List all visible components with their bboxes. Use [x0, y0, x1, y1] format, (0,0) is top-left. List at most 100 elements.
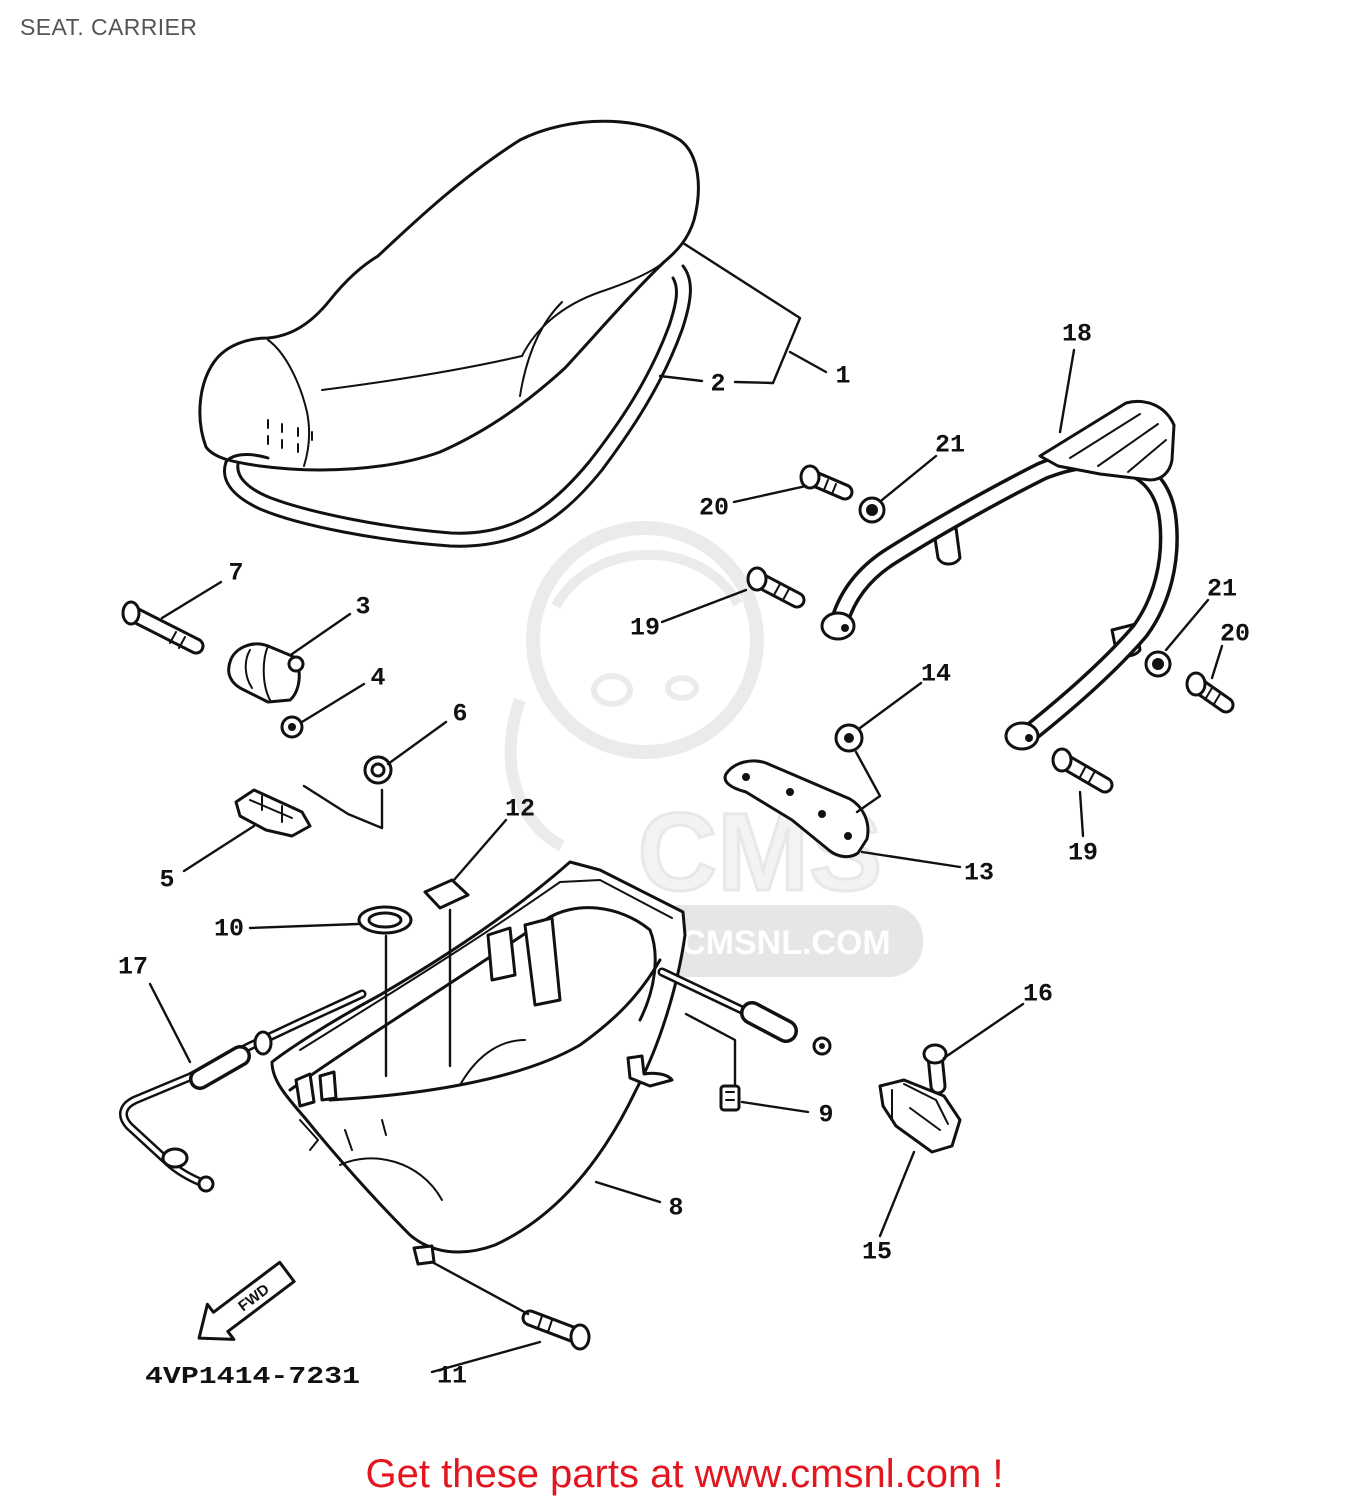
cable-part-17: [119, 967, 832, 1193]
callout-20-right: 20: [1220, 620, 1250, 649]
leader-line-16: [942, 1002, 1025, 1060]
cable-end-nut: [197, 1175, 215, 1193]
bolt-threads: [773, 583, 790, 601]
grommet-part-10: [357, 905, 413, 935]
leader-line-4: [300, 682, 366, 724]
leader-line-21-left: [880, 454, 938, 502]
footer-promo-text: Get these parts at www.cmsnl.com !: [365, 1452, 1004, 1496]
leader-line-5: [182, 824, 256, 873]
callout-7: 7: [228, 559, 243, 588]
callout-4: 4: [370, 664, 385, 693]
bolt-head: [121, 600, 141, 626]
bracket-body: [723, 759, 870, 859]
nut-hole: [288, 723, 296, 731]
seat-base-front-edge: [224, 453, 270, 464]
page-title: SEAT. CARRIER: [20, 14, 198, 40]
carrier-mount-eye-left: [820, 611, 856, 641]
watermark-eye-left: [591, 673, 633, 707]
callout-17: 17: [118, 953, 148, 982]
watermark-head-outline: [526, 521, 764, 759]
bolt-threads: [169, 631, 186, 649]
callout-19-left: 19: [630, 614, 660, 643]
bolt-part-19-right: [1051, 747, 1114, 794]
storage-box-mount-boss-3: [626, 1054, 674, 1088]
leader-line-20-right: [1210, 644, 1224, 680]
screw-head: [922, 1043, 948, 1065]
carrier-rear-plate-ribs: [1069, 413, 1167, 473]
leader-line-13: [860, 850, 962, 869]
watermark-swoosh: [504, 697, 565, 852]
bracket-fastener: [287, 655, 305, 673]
bolt-head: [1185, 671, 1207, 697]
clip-part-9: [719, 1084, 741, 1112]
cable-end-hook: [161, 1147, 189, 1169]
nut-part-21-right: [1144, 650, 1172, 678]
bolt-head: [799, 464, 821, 490]
bracket-hole: [742, 773, 750, 781]
leader-line-12: [452, 818, 508, 882]
callout-19-right: 19: [1068, 839, 1098, 868]
callout-9: 9: [818, 1101, 833, 1130]
bolt-part-20-right: [1185, 671, 1235, 714]
bolt-part-11: [521, 1309, 591, 1351]
cable-end-fitting: [743, 1004, 795, 1040]
nut-hole: [844, 733, 854, 743]
storage-box-mount-boss-2: [318, 1070, 338, 1102]
grommet-inner: [367, 911, 403, 929]
cable-left: [121, 992, 364, 1186]
bolt-part-7: [121, 600, 205, 655]
nut-part-21-left: [858, 496, 886, 524]
leader-line-18: [1058, 348, 1076, 434]
callout-1: 1: [835, 362, 850, 391]
leader-line-11-to-box: [430, 1260, 530, 1316]
callout-15: 15: [862, 1238, 892, 1267]
callout-12: 12: [505, 795, 535, 824]
seat-crease-line: [519, 301, 563, 397]
watermark-eye-right: [665, 675, 699, 701]
callout-20-left: 20: [699, 494, 729, 523]
bracket-line-9: [684, 1012, 737, 1086]
leader-line-10: [248, 922, 360, 930]
carrier-mount-eye-right: [1004, 721, 1040, 751]
leader-line-11: [430, 1340, 542, 1374]
storage-box-side-tabs: [299, 1119, 387, 1151]
callout-21-left: 21: [935, 431, 965, 460]
seat-stitch-marks: [267, 419, 313, 453]
callout-5: 5: [159, 866, 174, 895]
latch-part-5: [234, 788, 312, 838]
callout-13: 13: [964, 859, 994, 888]
bracket-hole: [818, 810, 826, 818]
storage-box-bottom-boss: [412, 1244, 436, 1266]
nut-hole: [866, 504, 878, 516]
clip-detail: [725, 1091, 735, 1101]
leader-line-6: [386, 720, 448, 766]
storage-box-opening-edge: [328, 958, 662, 1102]
bolt-threads: [537, 1315, 553, 1333]
bracket-hole: [844, 832, 852, 840]
bracket-detail-lines: [244, 645, 271, 701]
cable-ring: [253, 1030, 273, 1056]
bolt-threads: [1079, 765, 1096, 783]
diagram-code: 4VP1414-7231: [145, 1364, 360, 1391]
watermark-helmet-line: [551, 549, 743, 609]
leader-line-14: [858, 681, 923, 730]
callout-14: 14: [921, 660, 951, 689]
callout-18: 18: [1062, 320, 1092, 349]
leader-line-2: [658, 374, 775, 385]
leader-line-21-right: [1164, 598, 1210, 652]
callout-21-right: 21: [1207, 575, 1237, 604]
latch-part-15: [878, 1078, 962, 1154]
forward-direction-arrow: FWD: [197, 1260, 296, 1341]
storage-box-inner-recess-1: [486, 926, 517, 982]
bolt-shaft: [125, 607, 202, 652]
bolt-head: [1051, 747, 1073, 773]
callout-8: 8: [668, 1194, 683, 1223]
leader-line-7: [160, 580, 223, 620]
leader-line-17: [148, 982, 192, 1064]
bolt-threads: [1205, 687, 1221, 705]
nut-hole: [1152, 658, 1164, 670]
seat-rear-contour-line: [521, 261, 665, 357]
leader-line-1: [681, 241, 828, 385]
bracket-line-5-6: [302, 784, 384, 830]
arrow-icon: [197, 1260, 296, 1341]
